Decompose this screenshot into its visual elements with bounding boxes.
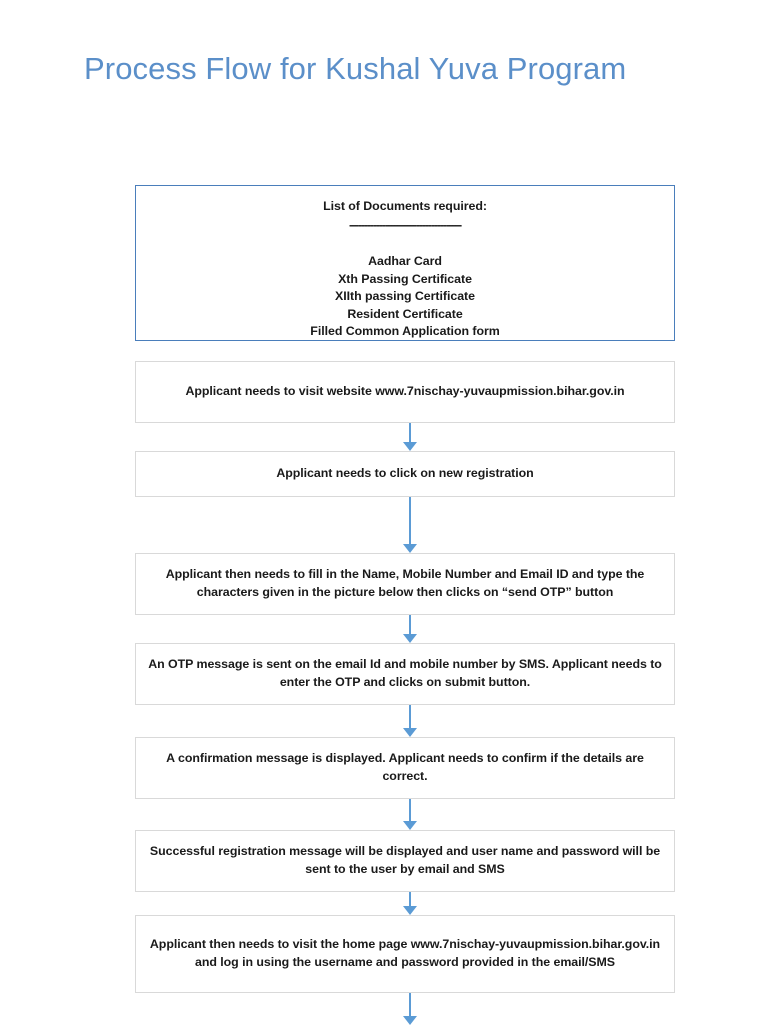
flow-step-visit-website: Applicant needs to visit website www.7ni…	[135, 361, 675, 423]
flow-arrow-down-icon	[403, 892, 417, 915]
flow-step-otp-message: An OTP message is sent on the email Id a…	[135, 643, 675, 705]
flow-step-label: Applicant needs to click on new registra…	[276, 466, 534, 481]
document-item: XIIth passing Certificate	[335, 289, 475, 304]
flow-arrow-down-icon	[403, 423, 417, 451]
document-item: Resident Certificate	[347, 306, 463, 321]
flow-step-confirmation-message: A confirmation message is displayed. App…	[135, 737, 675, 799]
document-item: Aadhar Card	[368, 254, 442, 269]
documents-required-box: List of Documents required: ------------…	[135, 185, 675, 341]
page-title: Process Flow for Kushal Yuva Program	[84, 51, 627, 86]
flow-step-fill-details: Applicant then needs to fill in the Name…	[135, 553, 675, 615]
flow-arrow-down-icon	[403, 615, 417, 643]
flow-step-new-registration: Applicant needs to click on new registra…	[135, 451, 675, 497]
document-item: Xth Passing Certificate	[338, 271, 472, 286]
document-item: Filled Common Application form	[310, 323, 500, 338]
flow-arrow-down-icon	[403, 993, 417, 1025]
flow-step-label: Applicant then needs to visit the home p…	[149, 937, 661, 969]
documents-divider: -------------------------------------	[349, 217, 462, 232]
flow-arrow-down-icon	[403, 705, 417, 737]
flow-step-successful-registration: Successful registration message will be …	[135, 830, 675, 892]
flow-step-label: Applicant then needs to fill in the Name…	[165, 567, 645, 599]
documents-list: List of Documents required: ------------…	[136, 186, 674, 340]
flow-arrow-down-icon	[403, 497, 417, 553]
documents-heading: List of Documents required:	[323, 199, 487, 213]
flow-step-label: An OTP message is sent on the email Id a…	[148, 657, 662, 689]
flow-step-label: Successful registration message will be …	[149, 844, 661, 876]
flow-arrow-down-icon	[403, 799, 417, 830]
documents-spacer	[136, 233, 674, 253]
flow-step-label: A confirmation message is displayed. App…	[166, 751, 644, 783]
flow-step-login-home-page: Applicant then needs to visit the home p…	[135, 915, 675, 993]
flow-step-label: Applicant needs to visit website www.7ni…	[185, 384, 625, 399]
